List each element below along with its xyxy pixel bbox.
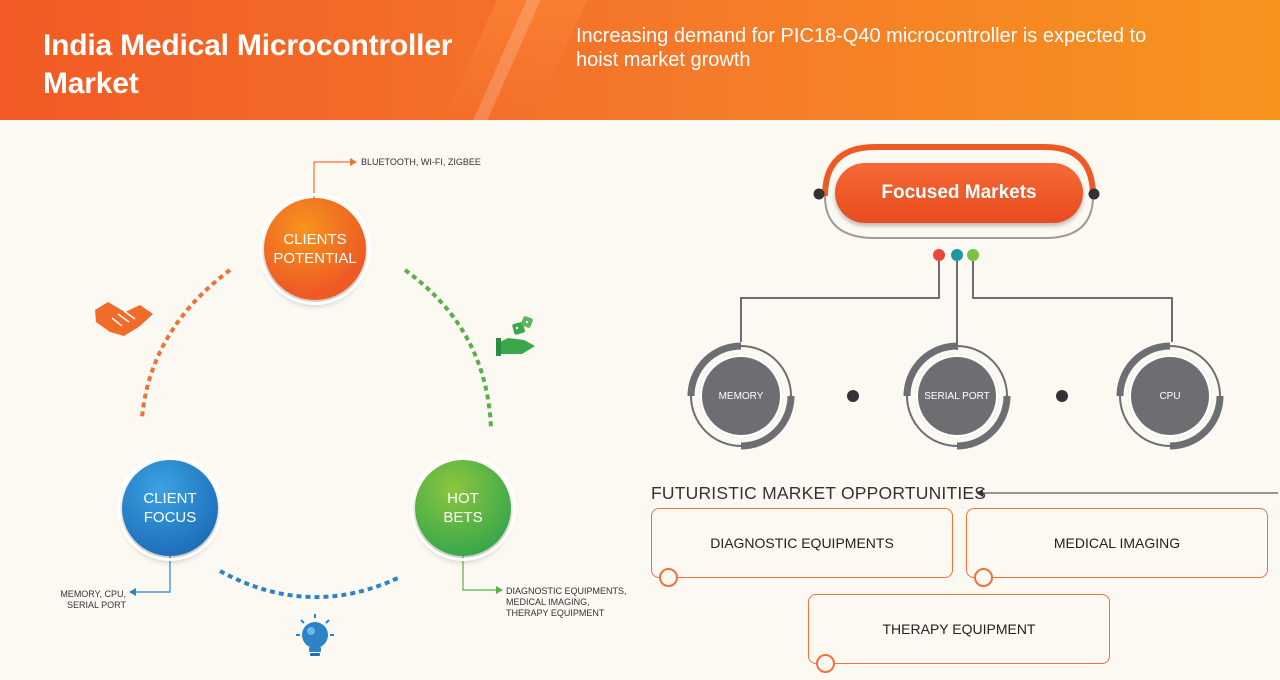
cpu-ring [1116,342,1224,450]
lightbulb-icon [296,614,334,656]
separator-dot [847,390,859,402]
focused-markets-graphics [687,144,1278,497]
node-hot-bets: HOT BETS [410,455,516,561]
connector-hot [462,556,496,591]
capsule-arc-top [822,144,1096,197]
circle-cpu: CPU [1128,354,1212,438]
node-clients-potential: CLIENTS POTENTIAL [259,193,371,305]
separator-dot [1056,390,1068,402]
opportunity-diagnostic: DIAGNOSTIC EQUIPMENTS [651,508,953,578]
note-clients-potential: BLUETOOTH, WI-FI, ZIGBEE [361,157,481,167]
node-ring [259,193,371,305]
serial-port-ring [903,342,1011,450]
opportunity-therapy: THERAPY EQUIPMENT [808,594,1110,664]
circle-serial-port: SERIAL PORT [915,354,999,438]
connector-clients [313,161,350,198]
connector-focus [136,556,171,593]
opportunity-marker [659,568,678,587]
cycle-connectors [95,158,535,656]
note-client-focus: MEMORY, CPU, SERIAL PORT [60,589,126,610]
handshake-icon [95,302,153,336]
opportunity-imaging: MEDICAL IMAGING [966,508,1268,578]
header-banner: India Medical Microcontroller Market Inc… [0,0,1280,120]
dice-hand-icon [496,316,535,356]
node-ring [117,455,223,561]
arc-green [403,268,493,431]
arc-orange [140,268,232,419]
opportunity-marker [974,568,993,587]
arc-blue [219,569,401,599]
opportunity-marker [816,654,835,673]
dot-red [933,249,945,261]
circle-memory: MEMORY [699,354,783,438]
node-client-focus: CLIENT FOCUS [117,455,223,561]
note-hot-bets: DIAGNOSTIC EQUIPMENTS, MEDICAL IMAGING, … [506,586,627,618]
page-subtitle: Increasing demand for PIC18-Q40 microcon… [576,25,1147,71]
page-title: India Medical Microcontroller Market [43,29,453,100]
focused-markets-label: Focused Markets [835,163,1083,223]
node-ring [410,455,516,561]
memory-ring [687,342,795,450]
futuristic-title: FUTURISTIC MARKET OPPORTUNITIES [651,483,987,503]
dot-teal [951,249,963,261]
dot-green [967,249,979,261]
capsule-arc-bottom [824,195,1094,239]
